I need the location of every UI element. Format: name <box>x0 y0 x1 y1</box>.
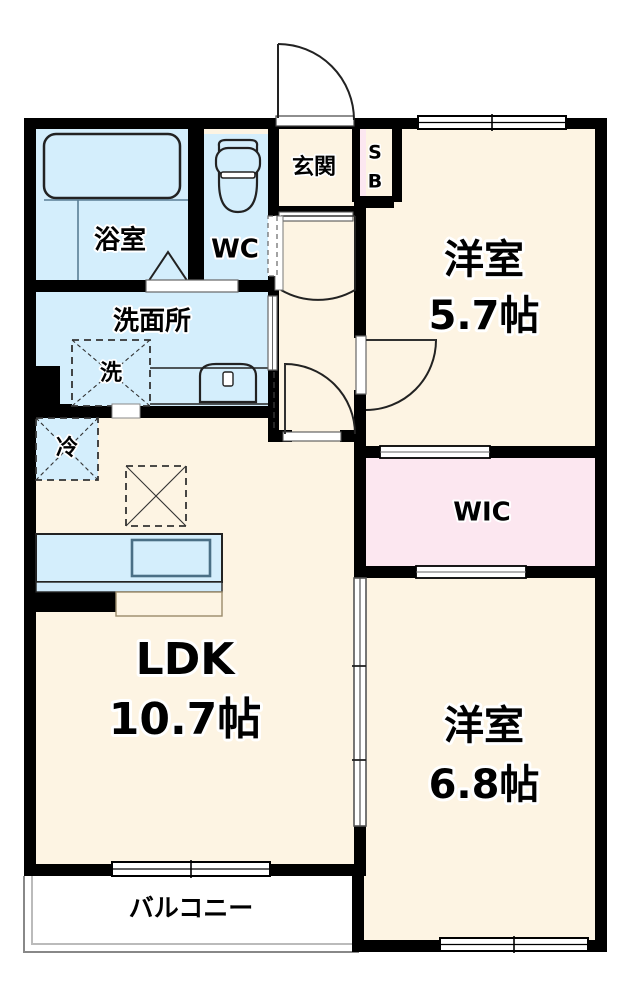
washroom-door <box>267 295 278 371</box>
western-room-1-door <box>355 335 438 411</box>
window-western-room-2 <box>439 936 589 953</box>
washing-machine <box>71 339 151 407</box>
label-washing-machine: 洗 <box>100 361 122 386</box>
bathroom-folding-door-icon <box>147 250 189 283</box>
doors <box>111 43 596 827</box>
room-fill-western-room-1 <box>366 128 607 448</box>
label-western-room-2: 洋室 <box>444 703 524 749</box>
label-refrigerator: 冷 <box>56 435 78 461</box>
wall-right-outer <box>595 118 607 952</box>
label-western-room-1-size: 5.7帖 <box>429 293 540 339</box>
room-fill-wic <box>366 458 607 568</box>
hallway-door-upper <box>274 211 356 301</box>
label-balcony: バルコニー <box>129 895 254 923</box>
wall-bath-bottom-right <box>236 280 279 292</box>
wall-hall-bottom-right <box>340 430 366 442</box>
wic-door-lower <box>366 565 527 579</box>
wall-ldk-bedroom2-lower <box>354 824 366 876</box>
hallway-door-lower <box>282 362 356 442</box>
room-fill-western-room-2 <box>366 578 607 942</box>
window-western-room-1 <box>417 114 567 131</box>
wall-top-left <box>24 118 354 129</box>
wall-bath-bottom-left <box>24 280 148 292</box>
label-wic: WIC <box>453 498 510 528</box>
label-shoebox-b: B <box>368 171 382 193</box>
ldk-partition <box>352 577 367 827</box>
wall-entrance-bottom <box>274 206 354 216</box>
label-bathroom: 浴室 <box>94 225 146 256</box>
washroom-threshold <box>111 403 141 419</box>
wall-left-outer <box>24 118 36 876</box>
refrigerator <box>35 417 99 481</box>
balcony-right-wall <box>352 864 364 952</box>
kitchen-counter <box>35 533 223 617</box>
room-fill-entrance <box>274 128 354 218</box>
fixtures <box>35 132 268 617</box>
label-western-room-2-size: 6.8帖 <box>429 762 540 808</box>
wall-washroom-notch <box>24 366 60 406</box>
wall-wc-right <box>268 128 279 280</box>
vanity-sink <box>148 362 268 406</box>
wall-shoebox-right <box>392 128 402 202</box>
wall-washroom-bottom-right <box>136 404 279 418</box>
toilet-bowl <box>214 138 262 214</box>
room-fill-balcony <box>24 868 358 952</box>
appliance-space <box>125 465 187 527</box>
label-entrance: 玄関 <box>292 154 336 180</box>
bathtub <box>42 132 182 200</box>
room-labels: 浴室 WC 洗面所 玄関 S B 洋室 5.7帖 WIC 洋室 6.8帖 LDK… <box>54 140 542 923</box>
entrance-door <box>275 43 355 127</box>
label-toilet: WC <box>211 235 259 265</box>
label-ldk-size: 10.7帖 <box>109 694 262 745</box>
wall-washroom-bottom-left <box>24 404 136 418</box>
kitchen-cabinet <box>115 591 223 617</box>
toilet-door <box>267 215 278 277</box>
label-shoebox-s: S <box>368 142 382 164</box>
wall-ldk-wic-divider <box>354 446 366 578</box>
label-western-room-1: 洋室 <box>444 237 524 283</box>
wall-shoebox-left <box>352 128 360 202</box>
window-ldk-balcony <box>111 860 271 878</box>
label-ldk: LDK <box>136 634 237 685</box>
windows <box>111 114 589 953</box>
wall-hall-bedroom1-upper <box>354 196 366 338</box>
wall-bath-wc <box>188 128 204 280</box>
balcony-outline <box>23 864 364 953</box>
bathroom-folding-door <box>145 279 239 293</box>
kitchen-sink <box>130 538 212 578</box>
label-washroom: 洗面所 <box>113 307 191 337</box>
wic-door-upper <box>379 445 596 459</box>
